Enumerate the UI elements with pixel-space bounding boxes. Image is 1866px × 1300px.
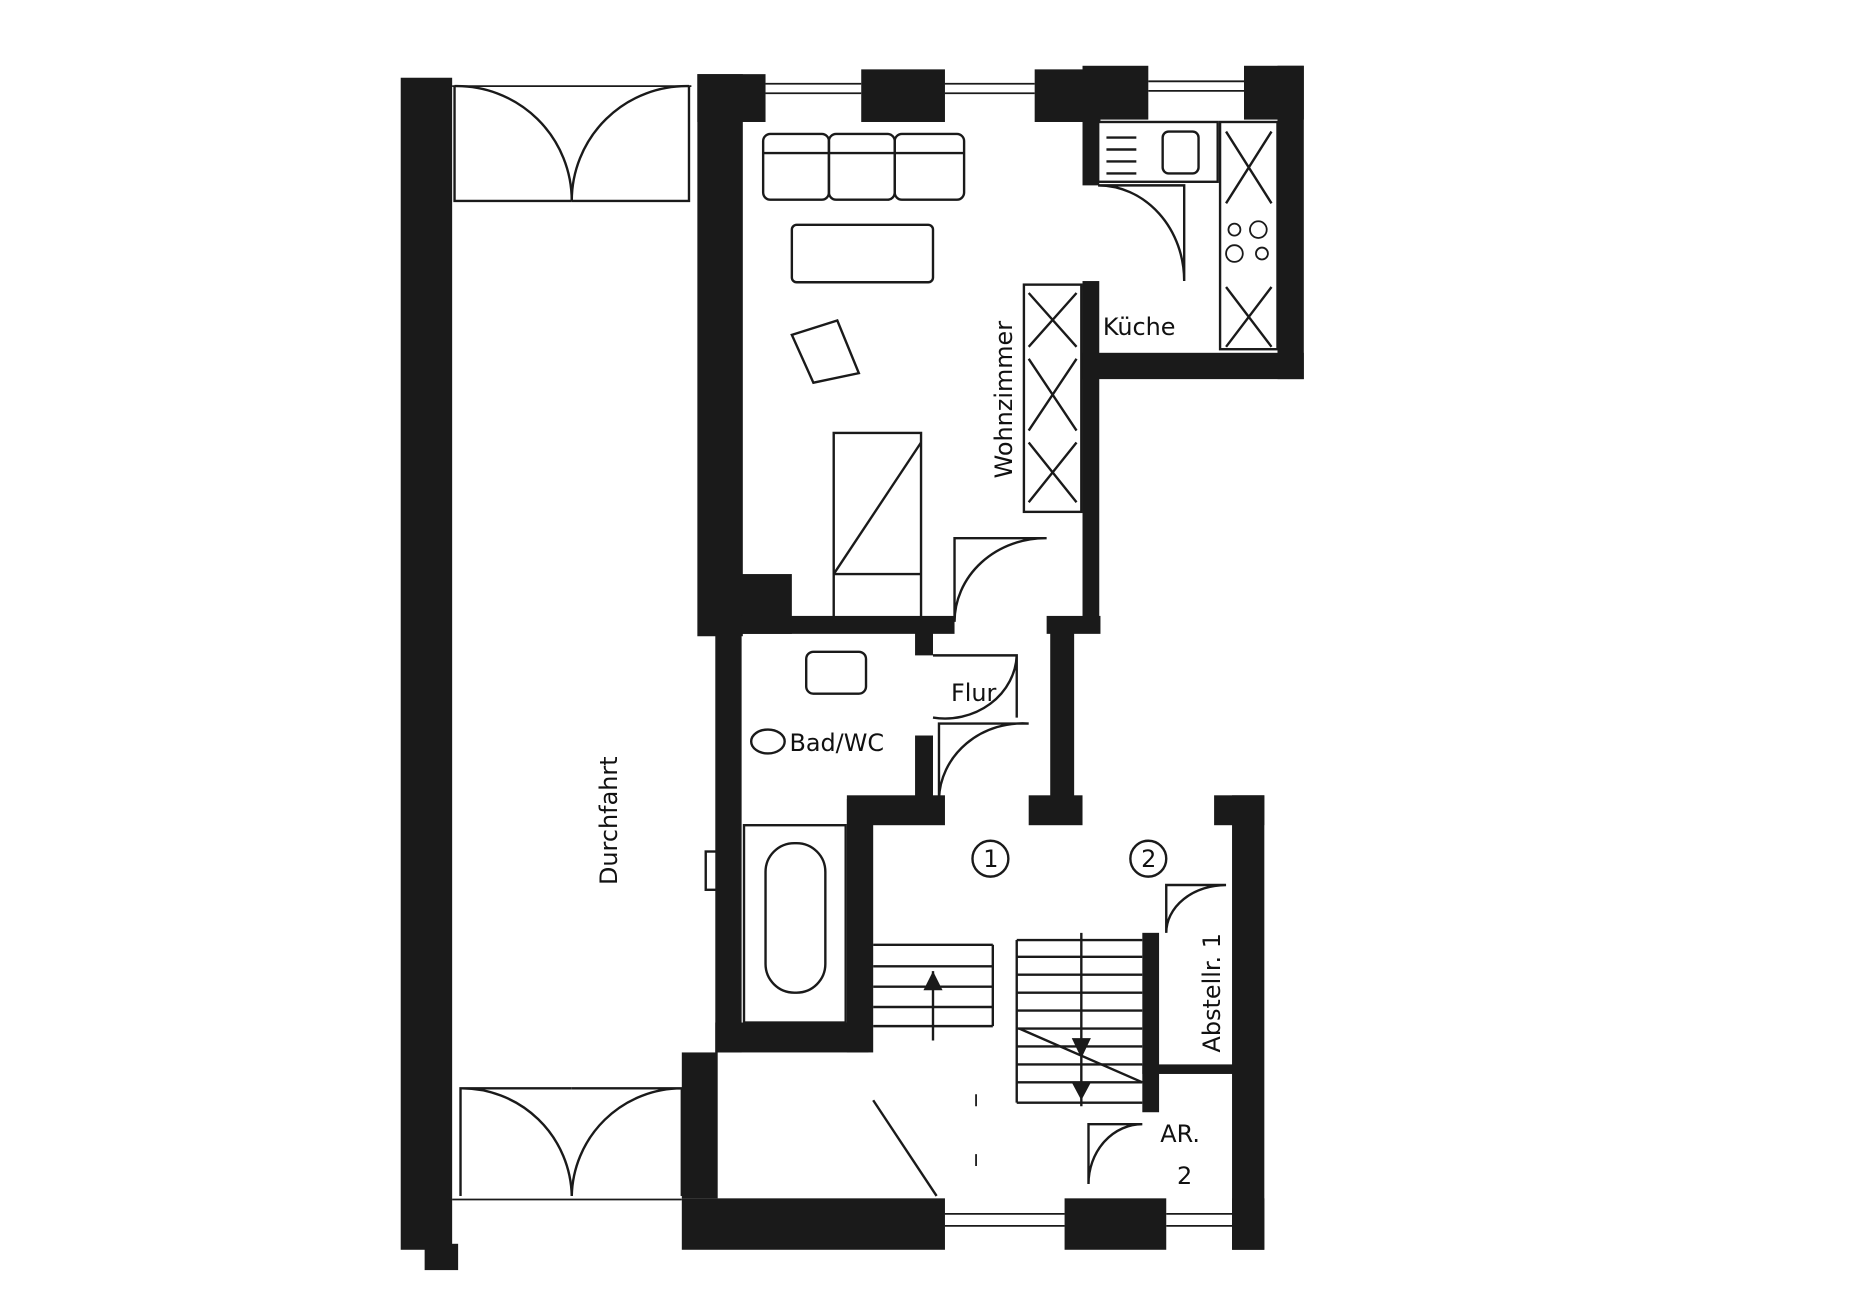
room-labels: Wohnzimmer Küche Flur Bad/WC Durchfahrt …	[595, 313, 1226, 1190]
room-label-bad: Bad/WC	[789, 729, 884, 757]
room-label-kueche: Küche	[1103, 313, 1176, 341]
room-label-ar-line1: AR.	[1160, 1120, 1200, 1148]
room-label-durchfahrt: Durchfahrt	[595, 756, 623, 885]
furniture	[704, 120, 1279, 1197]
windows-doors	[452, 80, 1244, 1227]
room-label-abstellraum: Abstellr. 1	[1198, 933, 1226, 1052]
walls	[400, 65, 1304, 1271]
stair-marker-2: 2	[1141, 845, 1156, 873]
stair-marker-1: 1	[983, 845, 998, 873]
room-label-ar-line2: 2	[1177, 1162, 1192, 1190]
room-label-wohnzimmer: Wohnzimmer	[990, 321, 1018, 479]
room-label-flur: Flur	[951, 679, 997, 707]
entrance-arrow-icon	[693, 1106, 716, 1133]
